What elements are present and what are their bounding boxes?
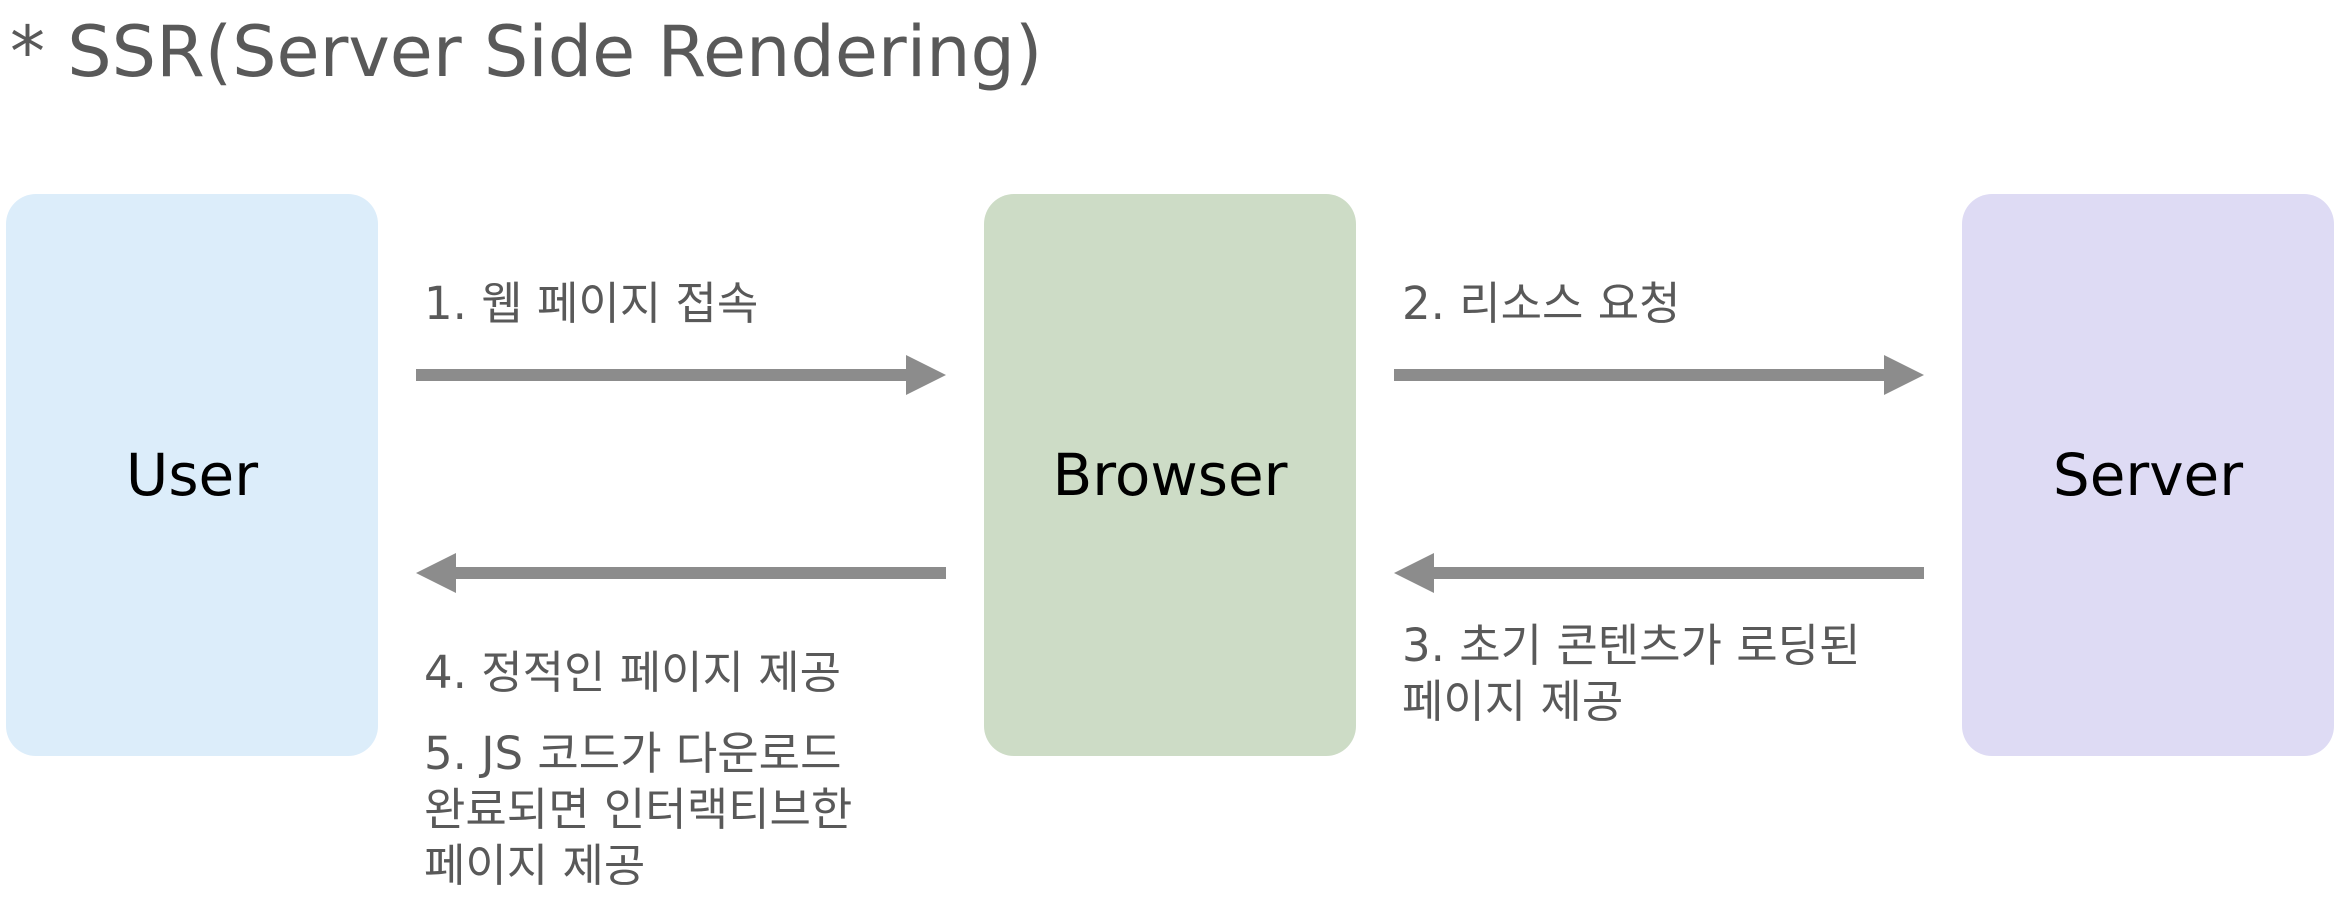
step2-line: 2. 리소스 요청 [1402, 277, 1681, 330]
browser-node-label: Browser [1052, 441, 1288, 509]
step5-line-3: 페이지 제공 [424, 839, 646, 892]
step3-line-2: 페이지 제공 [1402, 675, 1624, 728]
step4-label: 4. 정적인 페이지 제공 [424, 645, 841, 701]
step5-line-1: 5. JS 코드가 다운로드 [424, 727, 842, 780]
arrow-browser-to-server [1394, 355, 1924, 395]
step1-label: 1. 웹 페이지 접속 [424, 276, 758, 332]
server-node-label: Server [2052, 441, 2244, 509]
step3-label: 3. 초기 콘텐츠가 로딩된 페이지 제공 [1402, 618, 1860, 730]
step4-line: 4. 정적인 페이지 제공 [424, 646, 842, 699]
browser-node: Browser [984, 194, 1356, 756]
step5-label: 5. JS 코드가 다운로드 완료되면 인터랙티브한 페이지 제공 [424, 726, 852, 894]
server-node: Server [1962, 194, 2334, 756]
arrow-browser-to-user [416, 553, 946, 593]
arrow-user-to-browser [416, 355, 946, 395]
user-node: User [6, 194, 378, 756]
step1-line: 1. 웹 페이지 접속 [424, 277, 759, 330]
diagram-title: * SSR(Server Side Rendering) [10, 11, 1043, 93]
step2-label: 2. 리소스 요청 [1402, 276, 1681, 332]
step3-line-1: 3. 초기 콘텐츠가 로딩된 [1402, 619, 1861, 672]
arrow-server-to-browser [1394, 553, 1924, 593]
step5-line-2: 완료되면 인터랙티브한 [424, 783, 853, 836]
user-node-label: User [125, 441, 259, 509]
